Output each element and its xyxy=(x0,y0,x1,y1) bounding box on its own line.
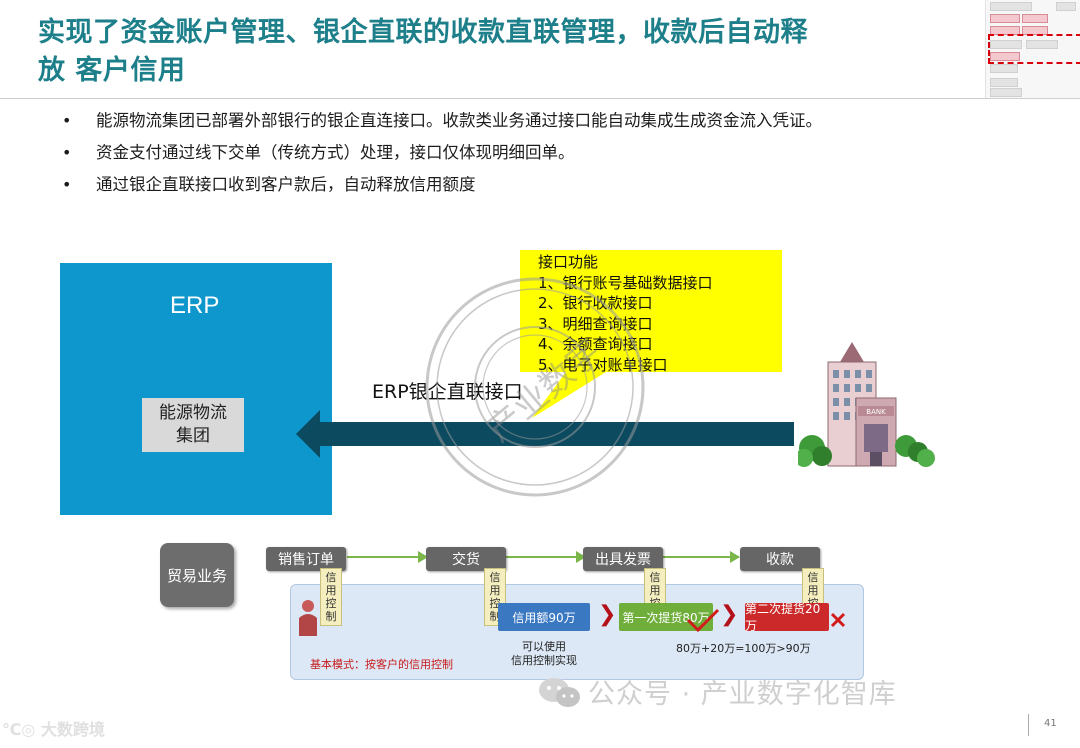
thumbnail-row xyxy=(1022,14,1048,23)
page-number-divider xyxy=(1028,714,1029,736)
thumbnail-row xyxy=(990,40,1022,49)
bullet-text: 通过银企直联接口收到客户款后，自动释放信用额度 xyxy=(96,175,476,194)
bullet-list: • 能源物流集团已部署外部银行的银企直连接口。收款类业务通过接口能自动集成生成资… xyxy=(60,110,980,206)
erp-label: ERP xyxy=(170,292,220,319)
bullet-item: • 能源物流集团已部署外部银行的银企直连接口。收款类业务通过接口能自动集成生成资… xyxy=(60,110,980,142)
brand-logo-icon: ℃◎ xyxy=(2,720,41,739)
check-icon xyxy=(686,608,720,633)
slide-thumbnail xyxy=(985,0,1080,98)
chevron-right-icon: ❯ xyxy=(598,602,617,627)
arrow-label: ERP银企直联接口 xyxy=(372,381,523,403)
bank-sign: BANK xyxy=(866,408,886,416)
flow-arrow-icon xyxy=(730,551,740,563)
page-title: 实现了资金账户管理、银企直联的收款直联管理，收款后自动释 放 客户信用 xyxy=(38,14,938,90)
credit-control-tag: 信用控制 xyxy=(320,568,342,626)
erp-box xyxy=(60,263,332,515)
thumbnail-row xyxy=(990,88,1022,97)
bullet-text: 能源物流集团已部署外部银行的银企直连接口。收款类业务通过接口能自动集成生成资金流… xyxy=(96,111,822,130)
credit-calculation: 80万+20万=100万>90万 xyxy=(676,642,811,655)
interface-item: 4、余额查询接口 xyxy=(538,335,653,353)
group-line2: 集团 xyxy=(176,426,210,446)
second-delivery-box: 第二次提货20万 xyxy=(745,602,829,633)
step-invoice: 出具发票 xyxy=(583,547,663,571)
basic-mode-note: 基本模式：按客户的信用控制 xyxy=(310,658,453,671)
thumbnail-row xyxy=(1026,40,1058,49)
trade-business-button[interactable]: 贸易业务 xyxy=(160,543,234,607)
credit-control-panel xyxy=(290,584,864,680)
first-delivery-box: 第一次提货80万 xyxy=(619,603,713,631)
bullet-dot-icon: • xyxy=(62,111,72,130)
thumbnail-row xyxy=(990,64,1018,73)
group-line1: 能源物流 xyxy=(159,403,227,423)
interface-function-list: 接口功能 1、银行账号基础数据接口 2、银行收款接口 3、明细查询接口 4、余额… xyxy=(538,252,778,375)
page-title-line1: 实现了资金账户管理、银企直联的收款直联管理，收款后自动释 xyxy=(38,17,808,48)
credit-caption-line1: 可以使用 xyxy=(522,640,566,653)
step-sales-order: 销售订单 xyxy=(266,547,346,571)
page-number: 41 xyxy=(1044,718,1057,729)
customer-person-icon xyxy=(299,600,317,636)
flow-arrow-icon xyxy=(418,551,428,563)
credit-limit-box: 信用额90万 xyxy=(498,603,590,631)
page-title-line2: 放 客户信用 xyxy=(38,55,186,86)
brand-name: 大数跨境 xyxy=(40,720,105,739)
title-divider xyxy=(0,98,1080,99)
process-flow-line xyxy=(347,556,739,558)
interface-item: 5、电子对账单接口 xyxy=(538,355,668,374)
interface-item: 1、银行账号基础数据接口 xyxy=(538,273,713,292)
bullet-item: • 资金支付通过线下交单（传统方式）处理，接口仅体现明细回单。 xyxy=(60,142,980,174)
bank-building-icon: BANK xyxy=(798,342,935,467)
credit-caption-line2: 信用控制实现 xyxy=(511,654,577,667)
bullet-dot-icon: • xyxy=(62,143,72,162)
cross-icon xyxy=(830,612,846,628)
thumbnail-row xyxy=(1056,2,1076,11)
interface-item: 2、银行收款接口 xyxy=(538,294,653,312)
wechat-icon xyxy=(539,678,580,707)
thumbnail-highlight xyxy=(988,34,1080,64)
stamp-watermark-icon: 产业数字 xyxy=(425,277,645,497)
bullet-dot-icon: • xyxy=(62,175,72,194)
bullet-text: 资金支付通过线下交单（传统方式）处理，接口仅体现明细回单。 xyxy=(96,143,575,162)
bullet-item: • 通过银企直联接口收到客户款后，自动释放信用额度 xyxy=(60,174,980,206)
brand-watermark: ℃◎ 大数跨境 xyxy=(2,716,105,740)
wechat-watermark: 公众号 · 产业数字化智库 xyxy=(588,679,897,710)
arrow-shaft xyxy=(316,422,794,446)
flow-arrow-icon xyxy=(576,551,586,563)
step-delivery: 交货 xyxy=(426,547,506,571)
thumbnail-row xyxy=(990,2,1032,11)
thumbnail-row xyxy=(990,78,1018,87)
interface-heading: 接口功能 xyxy=(538,253,599,271)
chevron-right-icon: ❯ xyxy=(720,602,739,627)
step-collection: 收款 xyxy=(740,547,820,571)
credit-caption: 可以使用 信用控制实现 xyxy=(496,640,592,668)
group-box: 能源物流 集团 xyxy=(142,398,244,452)
thumbnail-row xyxy=(990,14,1020,23)
thumbnail-row xyxy=(990,52,1020,61)
left-arrow-icon xyxy=(296,410,320,458)
